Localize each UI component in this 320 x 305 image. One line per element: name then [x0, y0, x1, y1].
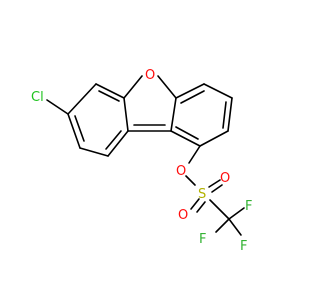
bond — [203, 83, 233, 99]
bond — [67, 83, 97, 115]
bond — [67, 113, 81, 149]
s-o-double-bond — [208, 179, 221, 188]
bond — [175, 83, 205, 99]
atom-label-oxygen-ring: O — [145, 68, 155, 83]
double-bond — [180, 90, 205, 104]
atom-label-oxygen-sulfonyl-1: O — [220, 171, 230, 186]
c-f-bond — [215, 218, 230, 233]
c-f-bond — [228, 207, 245, 220]
s-o-double-bond — [211, 184, 223, 193]
bond — [95, 83, 125, 99]
c-o-bond — [188, 145, 201, 164]
bond — [123, 75, 143, 99]
s-o-double-bond — [196, 201, 206, 213]
bond — [199, 130, 229, 147]
double-bond — [74, 115, 85, 142]
atom-label-fluorine-3: F — [240, 239, 247, 254]
s-c-bond — [209, 199, 230, 220]
atom-label-fluorine-1: F — [245, 199, 252, 214]
double-bond — [175, 126, 199, 140]
double-bond — [222, 101, 227, 129]
atom-label-oxygen-sulfonyl-2: O — [178, 208, 188, 223]
bond — [123, 97, 129, 132]
bond — [79, 147, 109, 157]
c-f-bond — [228, 218, 242, 236]
molecule-diagram: O Cl O S O O F F F — [31, 68, 252, 254]
molecule-structure-canvas: O Cl O S O O F F F — [31, 68, 252, 254]
right-benzene-ring — [170, 83, 233, 147]
furan-ring — [123, 75, 177, 132]
atom-label-chlorine: Cl — [31, 90, 44, 105]
atom-label-oxygen-ester: O — [176, 164, 186, 179]
c-cl-bond — [46, 99, 69, 115]
bond — [157, 75, 177, 99]
bond — [170, 130, 201, 147]
bond — [227, 97, 233, 132]
atom-label-fluorine-2: F — [199, 232, 206, 247]
bond — [107, 130, 129, 157]
s-o-double-bond — [190, 198, 200, 210]
double-bond — [105, 130, 122, 150]
bond — [170, 97, 177, 132]
left-benzene-ring — [67, 83, 129, 157]
double-bond — [98, 90, 120, 102]
o-s-bond — [185, 175, 196, 186]
atom-label-sulfur: S — [198, 187, 206, 202]
